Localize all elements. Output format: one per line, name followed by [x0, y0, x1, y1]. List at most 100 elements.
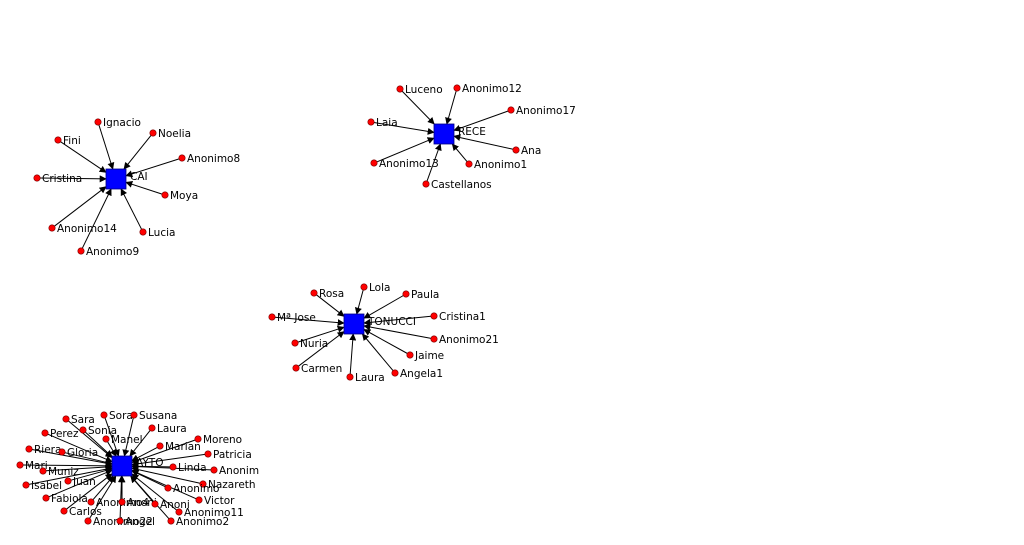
node-label-fini: Fini	[63, 135, 81, 147]
hub-cai	[105, 168, 127, 190]
node-sara	[62, 415, 70, 423]
node-anonimo12	[453, 84, 461, 92]
node-label-lola: Lola	[369, 282, 390, 294]
edge-ayto-anonimo2	[130, 475, 170, 520]
node-laia	[367, 118, 375, 126]
node-label-linda: Linda	[178, 462, 207, 474]
node-rosa	[310, 289, 318, 297]
edge-rece-anonimo12	[445, 90, 457, 125]
edge-cai-lucia	[120, 188, 143, 230]
edge-tonucci-m-jose	[274, 316, 345, 327]
edge-ayto-susana	[122, 417, 134, 457]
node-label-anonimo11: Anonimo11	[184, 507, 244, 519]
edge-ayto-riera	[31, 449, 113, 467]
node-label-juan: Juan	[72, 476, 96, 488]
node-label-isabel: Isabel	[31, 480, 62, 492]
node-cristina1	[430, 312, 438, 320]
edge-cai-fini	[60, 141, 107, 173]
node-ignacio	[94, 118, 102, 126]
node-fini	[54, 136, 62, 144]
node-muniz	[39, 467, 47, 475]
node-label-laura: Laura	[157, 423, 187, 435]
edge-rece-laia	[373, 122, 435, 135]
node-label-sara: Sara	[71, 414, 95, 426]
node-anonimo	[164, 484, 172, 492]
node-label-anonimo12: Anonimo12	[462, 83, 522, 95]
edge-ayto-isabel	[28, 465, 113, 485]
node-patricia	[204, 450, 212, 458]
node-isabel	[22, 481, 30, 489]
node-label-anonim: Anonim	[219, 465, 259, 477]
node-label-cristina: Cristina	[42, 173, 82, 185]
node-nuria	[291, 339, 299, 347]
hub-label-cai: CAI	[130, 171, 148, 183]
hub-label-tonucci: TONUCCI	[367, 316, 416, 328]
edges-layer	[22, 90, 514, 520]
node-angela1	[391, 369, 399, 377]
node-label-castellanos: Castellanos	[431, 179, 492, 191]
edge-tonucci-laura	[349, 333, 357, 375]
node-anonimo13	[370, 159, 378, 167]
hub-rece	[433, 123, 455, 145]
node-anonimo1	[465, 160, 473, 168]
node-label-anonimo: Anonimo	[173, 483, 220, 495]
edge-tonucci-jaime	[363, 329, 408, 354]
node-anonimo4	[87, 498, 95, 506]
node-label-angela1: Angela1	[400, 368, 443, 380]
node-label-noelia: Noelia	[158, 128, 191, 140]
node-moreno	[194, 435, 202, 443]
node-label-ignacio: Ignacio	[103, 117, 141, 129]
node-castellanos	[422, 180, 430, 188]
node-anoni	[151, 500, 159, 508]
node-label-muniz: Muniz	[48, 466, 79, 478]
node-label-susana: Susana	[139, 410, 177, 422]
node-perez	[41, 429, 49, 437]
node-carlos	[60, 507, 68, 515]
node-susana	[130, 411, 138, 419]
edge-rece-anonimo13	[376, 137, 435, 163]
edge-tonucci-paula	[363, 295, 404, 319]
node-anonimo8	[178, 154, 186, 162]
edge-rece-castellanos	[426, 143, 442, 182]
hub-tonucci	[343, 313, 365, 335]
node-anonimo17	[507, 106, 515, 114]
node-riera	[25, 445, 33, 453]
node-label-angel: Angel	[125, 516, 155, 528]
node-laura	[346, 373, 354, 381]
node-lucia	[139, 228, 147, 236]
node-label-lucia: Lucia	[148, 227, 175, 239]
edge-ayto-carlos	[66, 473, 113, 510]
edge-rece-anonimo17	[453, 110, 509, 132]
edge-ayto-fabiola	[48, 469, 113, 498]
node-anonimo21	[430, 335, 438, 343]
node-cristina	[33, 174, 41, 182]
edge-ayto-moreno	[131, 439, 196, 464]
node-ana	[512, 146, 520, 154]
node-label-nazareth: Nazareth	[208, 479, 256, 491]
node-label-carmen: Carmen	[301, 363, 342, 375]
edge-ayto-nazareth	[131, 466, 201, 484]
edge-cai-anonimo8	[125, 158, 180, 178]
edge-ayto-anonimo11	[131, 473, 178, 511]
edge-ayto-anonimo22	[89, 475, 117, 519]
edge-rece-luceno	[401, 90, 435, 125]
edge-cai-anonimo9	[81, 188, 112, 249]
node-label-victor: Victor	[204, 495, 235, 507]
node-label-sonia: Sonia	[88, 425, 117, 437]
node-paula	[402, 290, 410, 298]
node-nazareth	[199, 480, 207, 488]
node-label-sora: Sora	[109, 410, 133, 422]
node-sonia	[79, 426, 87, 434]
edge-cai-anonimo14	[54, 186, 107, 227]
node-label-riera: Riera	[34, 444, 61, 456]
node-label-anonimo8: Anonimo8	[187, 153, 240, 165]
hub-ayto	[111, 455, 133, 477]
node-label-anonimo1: Anonimo1	[474, 159, 527, 171]
edge-cai-cristina	[39, 175, 107, 183]
edge-cai-noelia	[123, 134, 152, 170]
hub-label-ayto: AYTO	[136, 457, 163, 469]
hub-label-rece: RECE	[458, 126, 486, 138]
node-label-luceno: Luceno	[405, 84, 443, 96]
node-carmen	[292, 364, 300, 372]
